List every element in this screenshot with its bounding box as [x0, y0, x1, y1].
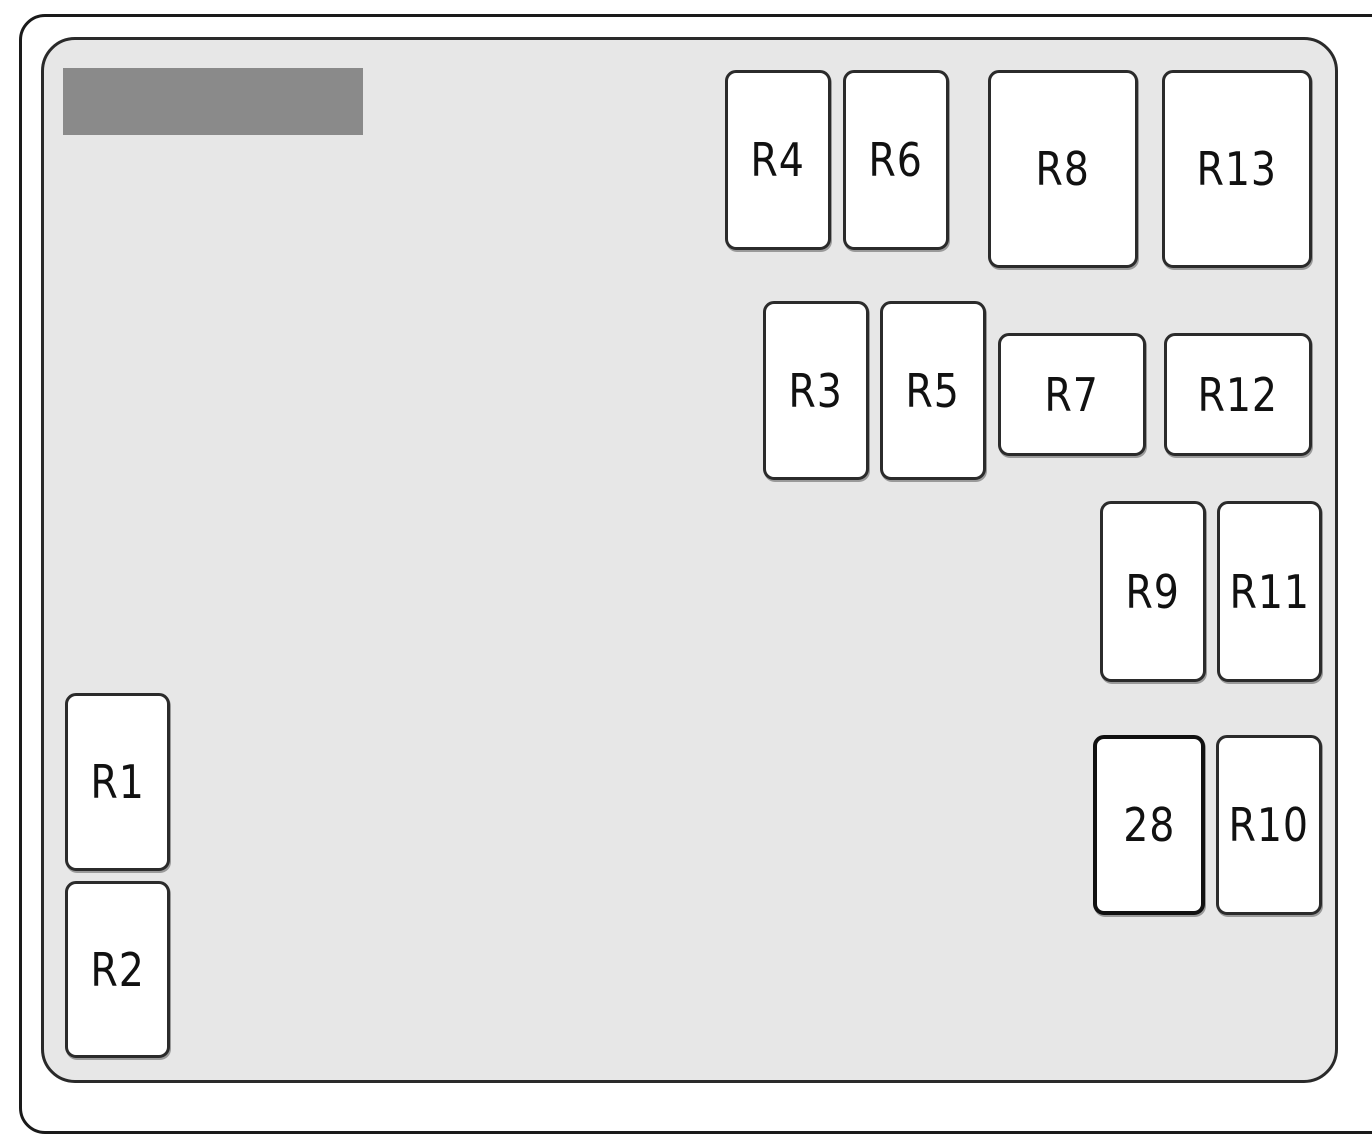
relay-r3[interactable]: R3	[763, 301, 869, 480]
relay-r5[interactable]: R5	[880, 301, 986, 480]
relay-r4-label: R4	[750, 133, 806, 187]
relay-r1[interactable]: R1	[65, 693, 170, 871]
relay-r10-label: R10	[1228, 798, 1310, 852]
relay-r2[interactable]: R2	[65, 881, 170, 1058]
relay-r12-label: R12	[1197, 367, 1279, 422]
relay-r5-label: R5	[905, 363, 961, 418]
fuse-28[interactable]: 28	[1093, 735, 1205, 915]
relay-r6-label: R6	[868, 133, 924, 187]
relay-r2-label: R2	[90, 942, 145, 997]
relay-r6[interactable]: R6	[843, 70, 949, 250]
relay-r12[interactable]: R12	[1164, 333, 1312, 456]
relay-r13-label: R13	[1196, 142, 1278, 196]
fuse-28-label: 28	[1122, 798, 1176, 852]
relay-r10[interactable]: R10	[1216, 735, 1322, 915]
relay-r13[interactable]: R13	[1162, 70, 1312, 268]
relay-r8[interactable]: R8	[988, 70, 1138, 268]
relay-r11[interactable]: R11	[1217, 501, 1322, 682]
relay-r3-label: R3	[788, 363, 844, 418]
relay-r4[interactable]: R4	[725, 70, 831, 250]
relay-r11-label: R11	[1229, 564, 1310, 619]
relay-r1-label: R1	[90, 755, 145, 809]
relay-r7-label: R7	[1044, 367, 1100, 422]
relay-r7[interactable]: R7	[998, 333, 1146, 456]
relay-r8-label: R8	[1035, 142, 1091, 196]
relay-r9[interactable]: R9	[1100, 501, 1206, 682]
relay-r9-label: R9	[1125, 564, 1181, 619]
label-plate	[63, 68, 363, 135]
